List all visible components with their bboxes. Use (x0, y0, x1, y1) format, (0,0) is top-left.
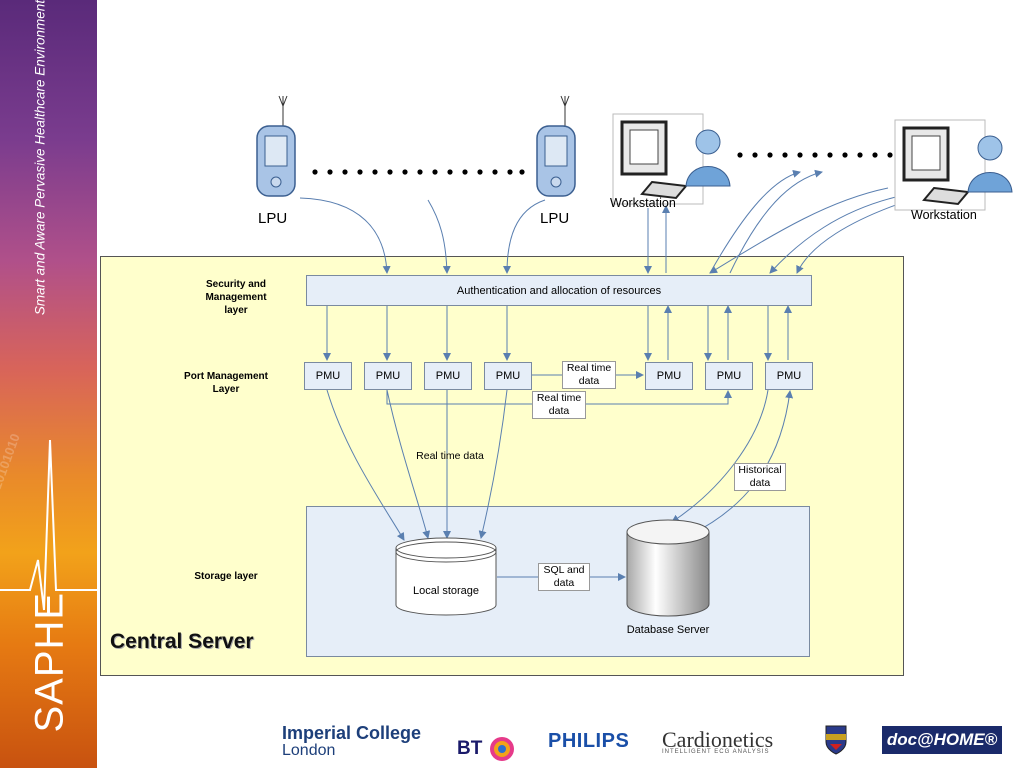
university-crest-icon (825, 725, 847, 755)
pmu-6: PMU (705, 362, 753, 390)
pmu-7: PMU (765, 362, 813, 390)
central-server-label: Central Server (110, 630, 254, 653)
bt-logo: BT (457, 735, 516, 763)
local-storage-label: Local storage (412, 585, 480, 597)
historical-label: Historical data (734, 463, 786, 491)
pmu-3: PMU (424, 362, 472, 390)
lpu-right-icon (536, 95, 576, 197)
database-server-cylinder (626, 519, 710, 617)
sidebar-banner: 1010101010101010101010 Smart and Aware P… (0, 0, 97, 768)
storage-layer-label: Storage layer (194, 571, 258, 582)
workstation-right-label: Workstation (911, 208, 977, 222)
realtime-label-2: Real time data (532, 391, 586, 419)
imperial-college-logo: Imperial College London (282, 723, 422, 759)
auth-box: Authentication and allocation of resourc… (306, 275, 812, 306)
cardionetics-tagline: INTELLIGENT ECG ANALYSIS (662, 749, 770, 755)
lpu-right-label: LPU (540, 210, 570, 227)
workstation-left-label: Workstation (610, 196, 676, 210)
security-layer-label: Security and Management layer (205, 279, 267, 316)
heartbeat-icon (0, 439, 97, 611)
pmu-4: PMU (484, 362, 532, 390)
local-storage-cylinder (395, 537, 497, 616)
pmu-1: PMU (304, 362, 352, 390)
bt-globe-icon (489, 737, 514, 761)
pmu-2: PMU (364, 362, 412, 390)
pmu-5: PMU (645, 362, 693, 390)
lpu-left-label: LPU (258, 210, 288, 227)
port-layer-label: Port Management Layer (184, 371, 268, 395)
dochome-logo: doc@HOME® (882, 726, 1002, 754)
workstation-right-icon (894, 119, 1013, 211)
philips-logo: PHILIPS (548, 730, 630, 752)
sql-label: SQL and data (538, 563, 590, 591)
database-server-label: Database Server (626, 624, 710, 636)
workstation-left-icon (612, 113, 731, 205)
lpu-left-icon (256, 95, 296, 197)
realtime-center-label: Real time data (416, 450, 484, 462)
realtime-label-1: Real time data (562, 361, 616, 389)
cardionetics-logo: Cardionetics (662, 727, 774, 752)
